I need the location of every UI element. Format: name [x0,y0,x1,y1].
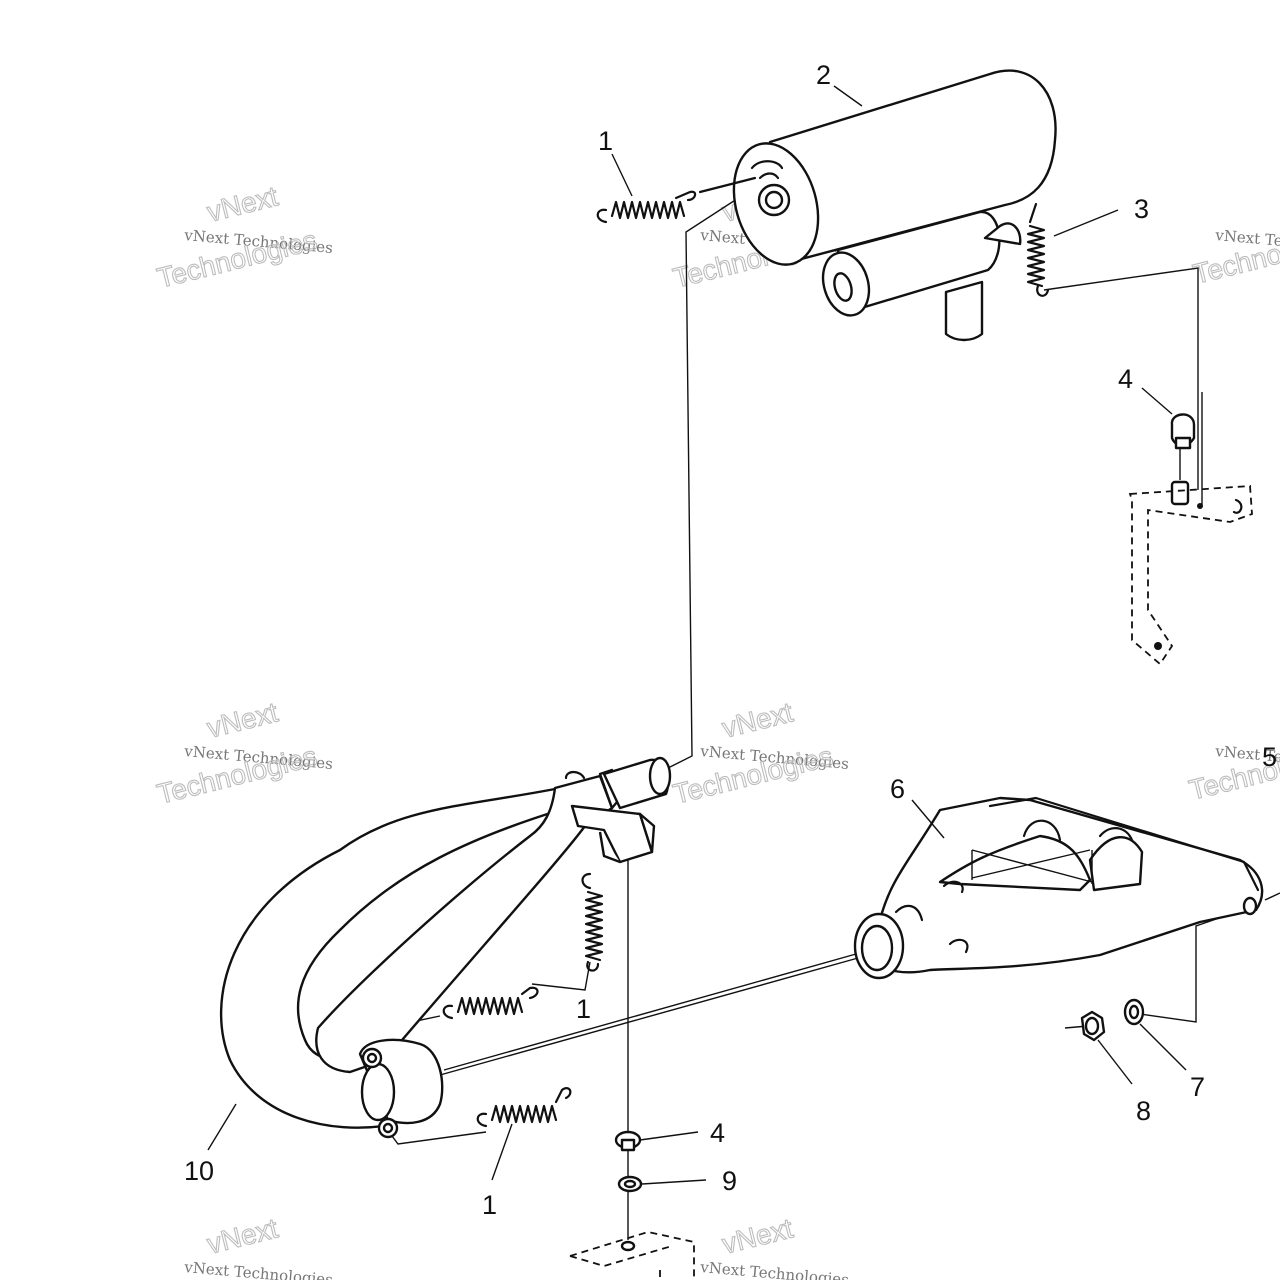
svg-text:vNext: vNext [719,696,796,743]
washer-lower [617,1175,643,1193]
bracket-lower [569,1231,695,1280]
nut-right [1080,1010,1106,1042]
washer-right [1123,998,1145,1026]
callout-3: 3 [1134,194,1149,224]
head-pipe [219,756,672,1139]
grommet-lower [614,1130,642,1152]
callout-2: 2 [816,60,831,90]
callout-1-mid: 1 [576,994,591,1024]
spring-vertical-right [1026,202,1050,297]
spring-top [596,176,757,224]
spring-horizontal-mid [442,986,539,1020]
callout-4-lower: 4 [710,1118,725,1148]
svg-text:vNext: vNext [719,1212,796,1259]
spring-vertical-mid [581,872,604,972]
svg-text:vNext Technologies: vNext Technologies [183,1258,334,1280]
pipe-bracket [570,804,656,864]
callout-5: 5 [1262,742,1277,772]
watermark-bottom-left: vNext vNext Technologies [183,1212,334,1280]
callouts: 1 2 3 4 5 6 1 7 8 4 9 10 1 [184,60,1277,1220]
svg-text:vNext Technologies: vNext Technologies [699,1258,850,1280]
expansion-chamber [853,796,1264,980]
svg-text:vNext: vNext [204,1212,281,1259]
callout-1-bottom: 1 [482,1190,497,1220]
watermark-top-left: vNext vNext Technologies Technologies [153,180,333,295]
muffler [732,69,1057,342]
callout-leaders [207,85,1187,1185]
watermark-top-right: vNext Technologies Technologies [1189,220,1280,291]
svg-text:vNext: vNext [204,180,281,227]
spring-horizontal-low [476,1087,572,1128]
callout-10: 10 [184,1156,214,1186]
callout-9: 9 [722,1166,737,1196]
callout-6: 6 [890,774,905,804]
svg-text:vNext: vNext [204,696,281,743]
grommet-upper [1170,413,1196,450]
watermark-mid-center: vNext vNext Technologies Technologies [669,696,849,811]
watermark-bottom-center: vNext vNext Technologies [699,1212,850,1280]
bracket-upper-right [1128,480,1253,666]
assembly-lines [367,183,1280,1240]
callout-8: 8 [1136,1096,1151,1126]
callout-1-top: 1 [598,126,613,156]
callout-7: 7 [1190,1072,1205,1102]
watermark-mid-left: vNext vNext Technologies Technologies [153,696,333,811]
callout-4-upper: 4 [1118,364,1133,394]
